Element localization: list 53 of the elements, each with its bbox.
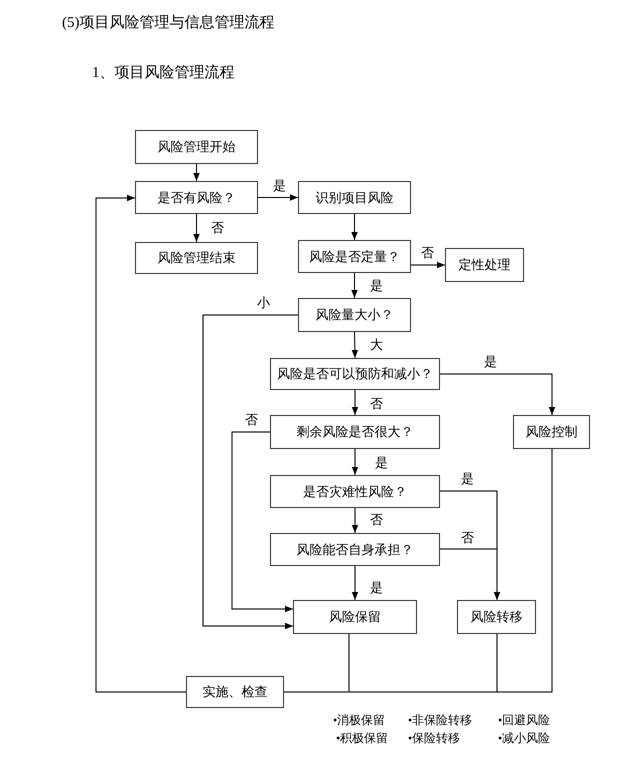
arrow xyxy=(352,448,358,476)
process-box: 识别项目风险 xyxy=(298,181,411,214)
subtitle: 1、项目风险管理流程 xyxy=(92,63,234,83)
legend-item: •积极保留 xyxy=(336,730,388,747)
edge-label: 否 xyxy=(210,220,225,236)
legend-item: •消极保留 xyxy=(333,712,386,729)
process-box: 风险是否可以预防和减小？ xyxy=(270,358,440,390)
process-box: 实施、检查 xyxy=(186,676,284,708)
process-box: 是否灾难性风险？ xyxy=(270,475,440,508)
arrow xyxy=(440,548,500,600)
arrow xyxy=(96,194,186,692)
edge-label: 是 xyxy=(369,580,384,596)
arrow xyxy=(258,194,298,201)
edge-label: 否 xyxy=(369,396,384,412)
legend-item: •减小风险 xyxy=(498,730,550,747)
arrow xyxy=(352,390,358,416)
edge-label: 否 xyxy=(369,512,384,528)
process-box: 定性处理 xyxy=(445,248,524,282)
process-box: 风险管理开始 xyxy=(135,130,258,164)
legend-item: •保险转移 xyxy=(408,730,460,747)
arrow xyxy=(352,332,358,358)
arrow xyxy=(440,374,556,416)
edge-label: 是 xyxy=(374,455,389,471)
arrow xyxy=(193,164,200,182)
legend-item: •非保险转移 xyxy=(408,712,472,729)
process-box: 风险能否自身承担？ xyxy=(270,533,440,566)
process-box: 风险管理结束 xyxy=(135,242,258,274)
edge-label: 是 xyxy=(460,471,475,487)
arrow xyxy=(232,432,294,612)
process-box: 风险量大小？ xyxy=(298,298,411,332)
process-box: 风险控制 xyxy=(513,415,590,449)
edge-label: 否 xyxy=(420,245,435,261)
legend-item: •回避风险 xyxy=(498,712,550,729)
arrow xyxy=(193,214,200,242)
process-box: 风险保留 xyxy=(293,600,417,634)
process-box: 剩余风险是否很大？ xyxy=(270,415,440,449)
edge-label: 是 xyxy=(272,178,287,194)
title: (5)项目风险管理与信息管理流程 xyxy=(62,13,274,33)
edge-label: 否 xyxy=(460,530,475,546)
process-box: 风险是否定量？ xyxy=(298,240,411,273)
process-box: 风险转移 xyxy=(457,600,536,634)
edge-label: 大 xyxy=(369,337,384,353)
arrow xyxy=(352,508,358,534)
arrow xyxy=(352,566,358,600)
arrow xyxy=(351,214,358,240)
edge-label: 是 xyxy=(369,278,384,294)
process-box: 是否有风险？ xyxy=(135,181,258,214)
edge-label: 是 xyxy=(483,354,498,370)
arrow xyxy=(351,272,358,298)
edge-label: 小 xyxy=(256,295,271,311)
arrow xyxy=(410,262,446,268)
edge-label: 否 xyxy=(244,412,259,428)
arrow xyxy=(202,314,298,630)
